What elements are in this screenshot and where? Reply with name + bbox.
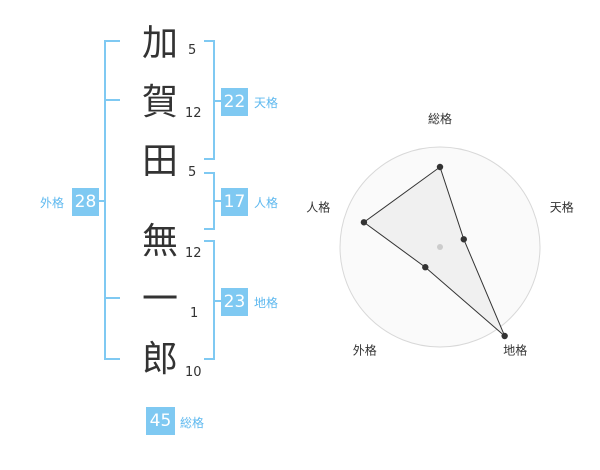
- radar-axis-label-1: 総格: [428, 111, 452, 126]
- name-char-4: 無: [141, 221, 178, 262]
- gaikaku-connector: [96, 200, 104, 202]
- radar-axis-label-5: 人格: [306, 199, 330, 214]
- name-char-5: 一: [141, 279, 178, 320]
- soukaku-value: 45: [146, 407, 175, 435]
- tenkaku-bracket-top-tick: [204, 40, 215, 42]
- gaikaku-bracket-bottom-tick: [104, 358, 120, 360]
- gaikaku-bracket-top-tick: [104, 40, 120, 42]
- chikaku-bracket-bottom-tick: [204, 358, 215, 360]
- radar-point-4: [422, 264, 429, 271]
- gaikaku-label: 外格: [40, 196, 65, 210]
- chikaku-label: 地格: [254, 296, 279, 310]
- gaikaku-bracket-mid-tick: [104, 99, 120, 101]
- jinkaku-label: 人格: [254, 196, 279, 210]
- stroke-count-2: 12: [185, 106, 202, 121]
- stroke-count-1: 5: [188, 43, 197, 58]
- radar-axis-label-3: 地格: [503, 343, 527, 358]
- tenkaku-bracket-bottom-tick: [204, 158, 215, 160]
- name-char-2: 賀: [141, 82, 178, 123]
- jinkaku-value: 17: [221, 188, 248, 216]
- radar-axis-label-2: 天格: [550, 199, 574, 214]
- chikaku-value: 23: [221, 288, 248, 316]
- jinkaku-connector: [213, 200, 221, 202]
- jinkaku-bracket-top-tick: [204, 172, 215, 174]
- jinkaku-bracket-bottom-tick: [204, 228, 215, 230]
- name-char-3: 田: [141, 141, 178, 182]
- radar-points: [360, 163, 508, 340]
- gaikaku-bracket-mid-tick: [104, 297, 120, 299]
- tenkaku-value: 22: [221, 88, 248, 116]
- radar-point-1: [436, 163, 444, 171]
- stroke-count-4: 12: [185, 246, 202, 261]
- gaikaku-value: 28: [72, 188, 99, 216]
- radar-data-area: [363, 166, 506, 337]
- tenkaku-connector: [213, 100, 221, 102]
- name-char-6: 郎: [141, 339, 178, 380]
- name-char-1: 加: [141, 23, 178, 64]
- chikaku-bracket-top-tick: [204, 240, 215, 242]
- chikaku-connector: [213, 300, 221, 302]
- stroke-count-3: 5: [188, 165, 197, 180]
- radar-point-5: [360, 219, 368, 226]
- gaikaku-bracket-vertical: [104, 40, 106, 360]
- radar-point-2: [460, 236, 467, 243]
- radar-axis-label-4: 外格: [353, 343, 377, 358]
- radar-point-3: [501, 332, 508, 340]
- soukaku-label: 総格: [180, 416, 205, 430]
- tenkaku-label: 天格: [254, 96, 279, 110]
- stroke-count-6: 10: [185, 365, 202, 380]
- radar-center-dot: [437, 244, 443, 250]
- stroke-count-5: 1: [190, 306, 199, 321]
